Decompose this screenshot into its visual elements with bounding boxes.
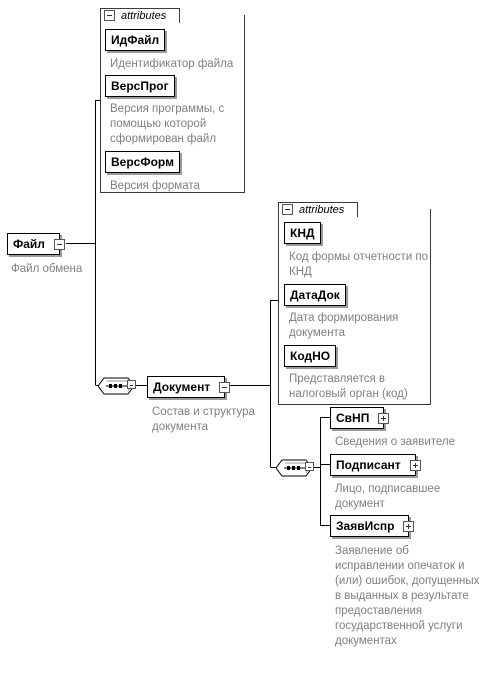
attribute-versform-description: Версия формата	[110, 180, 200, 192]
attribute-kodno-description: Представляется в налоговый орган (код)	[289, 373, 408, 400]
collapse-toggle-icon[interactable]	[53, 239, 65, 250]
element-document[interactable]: Документ	[147, 376, 231, 398]
attribute-idfile-description: Идентификатор файла	[110, 58, 234, 70]
collapse-toggle-icon[interactable]	[219, 382, 231, 393]
element-podpisant[interactable]: Подписант	[330, 454, 421, 476]
document-attributes-panel	[278, 209, 431, 405]
element-document-description: Состав и структура документа	[152, 406, 255, 433]
expand-toggle-icon[interactable]	[403, 521, 415, 532]
attribute-kodno[interactable]: КодНО	[284, 345, 337, 367]
root-element-description: Файл обмена	[11, 263, 83, 275]
attribute-versprog[interactable]: ВерсПрог	[105, 75, 175, 97]
attribute-idfile[interactable]: ИдФайл	[105, 29, 166, 51]
sequence-compositor-icon[interactable]	[276, 458, 316, 478]
element-podpisant-description: Лицо, подписавшее документ	[335, 483, 441, 510]
collapse-toggle-icon[interactable]	[127, 380, 136, 389]
attribute-datadok[interactable]: ДатаДок	[284, 284, 346, 306]
attribute-datadok-description: Дата формирования документа	[289, 312, 399, 339]
element-zayavispr-description: Заявление об исправлении опечаток и (или…	[335, 545, 480, 647]
collapse-toggle-icon[interactable]	[104, 10, 115, 21]
collapse-toggle-icon[interactable]	[282, 204, 293, 215]
element-svnp-description: Сведения о заявителе	[335, 436, 456, 448]
document-attributes-header[interactable]: attributes	[278, 202, 358, 217]
attribute-versform[interactable]: ВерсФорм	[105, 151, 180, 173]
sequence-compositor-icon[interactable]	[98, 376, 138, 396]
root-attributes-header[interactable]: attributes	[100, 8, 180, 23]
expand-toggle-icon[interactable]	[378, 413, 390, 424]
element-zayavispr[interactable]: ЗаявИспр	[330, 515, 415, 537]
attribute-knd-description: Код формы отчетности по КНД	[289, 251, 429, 278]
expand-toggle-icon[interactable]	[409, 460, 421, 471]
collapse-toggle-icon[interactable]	[305, 462, 314, 471]
root-element-file[interactable]: Файл	[7, 233, 65, 255]
attribute-versprog-description: Версия программы, с помощью которой сфор…	[110, 103, 225, 145]
attribute-knd[interactable]: КНД	[284, 222, 321, 244]
element-svnp[interactable]: СвНП	[330, 407, 390, 429]
